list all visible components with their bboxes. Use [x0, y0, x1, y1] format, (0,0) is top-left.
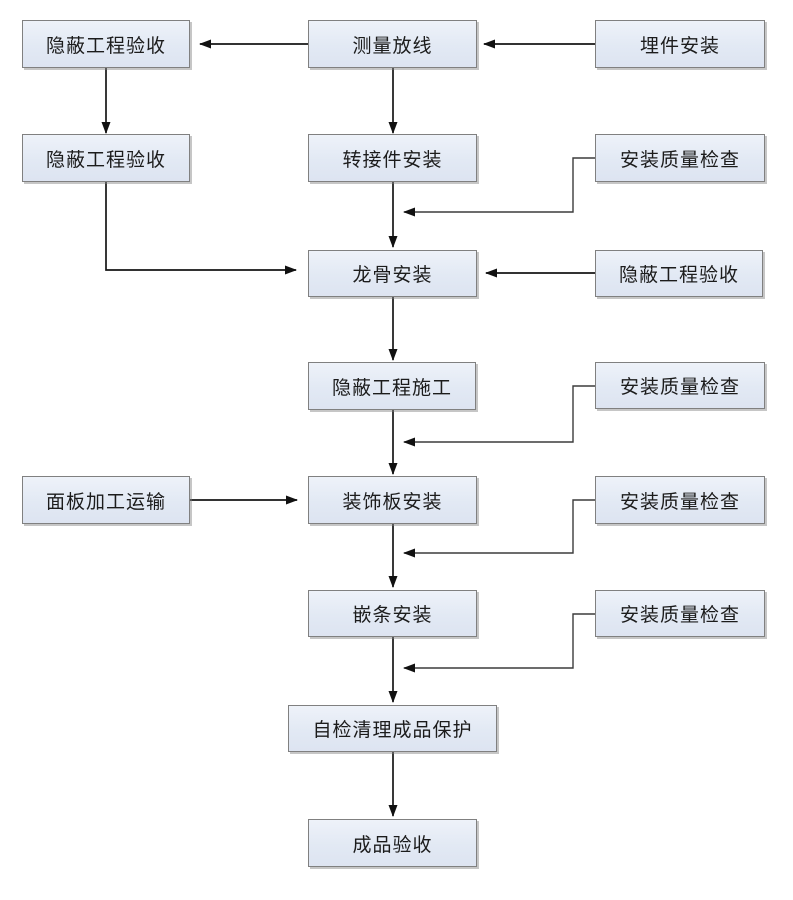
node-quality-check-c: 安装质量检查	[595, 476, 765, 524]
node-label: 自检清理成品保护	[312, 719, 473, 741]
node-decorative-panel-install: 装饰板安装	[308, 476, 477, 524]
node-label: 龙骨安装	[352, 264, 433, 286]
node-survey-layout: 测量放线	[308, 20, 477, 68]
node-label: 安装质量检查	[619, 148, 740, 171]
node-label: 安装质量检查	[619, 490, 740, 513]
node-label: 成品验收	[352, 833, 433, 856]
node-label: 嵌条安装	[352, 604, 433, 626]
node-embed-install: 埋件安装	[595, 20, 765, 68]
node-label: 测量放线	[352, 34, 433, 57]
edge-quality-b-join	[403, 385, 595, 447]
node-label: 装饰板安装	[342, 490, 443, 513]
edge-quality-d-join	[403, 613, 595, 673]
edge-quality-c-join	[403, 499, 595, 558]
node-hidden-acceptance-a: 隐蔽工程验收	[22, 20, 190, 68]
node-final-acceptance: 成品验收	[308, 819, 477, 867]
node-label: 安装质量检查	[619, 604, 740, 626]
node-label: 隐蔽工程验收	[45, 148, 166, 171]
node-quality-check-a: 安装质量检查	[595, 134, 765, 182]
node-hidden-work-construction: 隐蔽工程施工	[308, 362, 476, 410]
node-label: 转接件安装	[342, 148, 443, 171]
node-trim-install: 嵌条安装	[308, 590, 477, 637]
node-hidden-acceptance-b: 隐蔽工程验收	[22, 134, 190, 182]
node-label: 埋件安装	[639, 34, 720, 57]
node-self-check-cleanup: 自检清理成品保护	[288, 705, 497, 752]
node-quality-check-b: 安装质量检查	[595, 362, 765, 409]
node-label: 隐蔽工程施工	[331, 376, 452, 399]
node-label: 面板加工运输	[45, 490, 166, 513]
node-quality-check-d: 安装质量检查	[595, 590, 765, 637]
node-adapter-install: 转接件安装	[308, 134, 477, 182]
node-label: 安装质量检查	[619, 376, 740, 398]
node-panel-processing: 面板加工运输	[22, 476, 190, 524]
edge-hidden-b-to-keel	[105, 182, 297, 275]
node-hidden-acceptance-c: 隐蔽工程验收	[595, 250, 763, 297]
node-keel-install: 龙骨安装	[308, 250, 477, 297]
edge-quality-a-join	[403, 157, 595, 217]
node-label: 隐蔽工程验收	[618, 264, 739, 286]
node-label: 隐蔽工程验收	[45, 34, 166, 57]
